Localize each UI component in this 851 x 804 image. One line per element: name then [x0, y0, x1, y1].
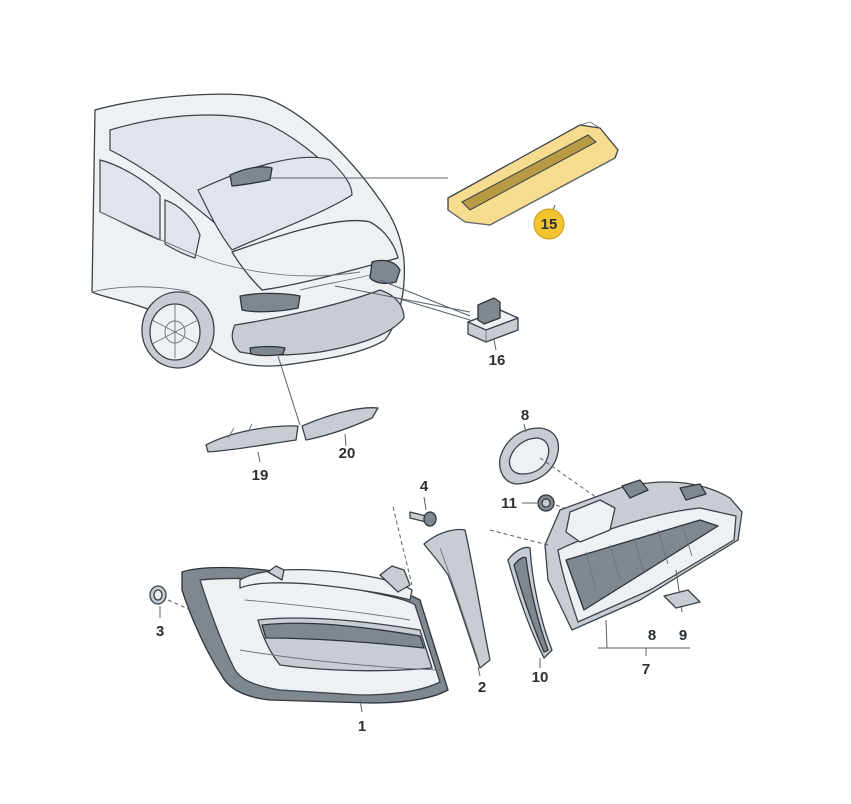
- callout-3: 3: [156, 623, 164, 640]
- callout-8-bottom: 8: [648, 627, 656, 644]
- reflector-20: [301, 407, 379, 441]
- trim-cover-2: [423, 528, 491, 669]
- gasket-seal: [499, 427, 560, 485]
- callout-7: 7: [642, 661, 650, 678]
- callout-15: 15: [541, 216, 558, 233]
- callout-4: 4: [420, 478, 429, 495]
- callout-16: 16: [489, 352, 506, 369]
- callout-11: 11: [501, 495, 517, 512]
- callout-2: 2: [478, 679, 486, 696]
- screw-4: [409, 511, 437, 527]
- callout-19: 19: [252, 467, 269, 484]
- inner-tail-light: [544, 479, 743, 631]
- callout-9: 9: [679, 627, 687, 644]
- nut-11: [537, 494, 555, 512]
- callout-20: 20: [339, 445, 356, 462]
- high-mounted-brake-light: [447, 121, 619, 226]
- callout-15-badge: 15: [533, 208, 565, 240]
- reflector-19: [205, 423, 299, 453]
- trim-10: [507, 546, 553, 659]
- callout-8-top: 8: [521, 407, 529, 424]
- callout-1: 1: [358, 718, 366, 735]
- callout-10: 10: [532, 669, 549, 686]
- license-plate-light: [467, 297, 519, 343]
- car-rear-view: [91, 93, 406, 369]
- pad-9: [663, 589, 701, 609]
- outer-tail-light: [181, 565, 449, 704]
- grommet-3: [149, 585, 167, 605]
